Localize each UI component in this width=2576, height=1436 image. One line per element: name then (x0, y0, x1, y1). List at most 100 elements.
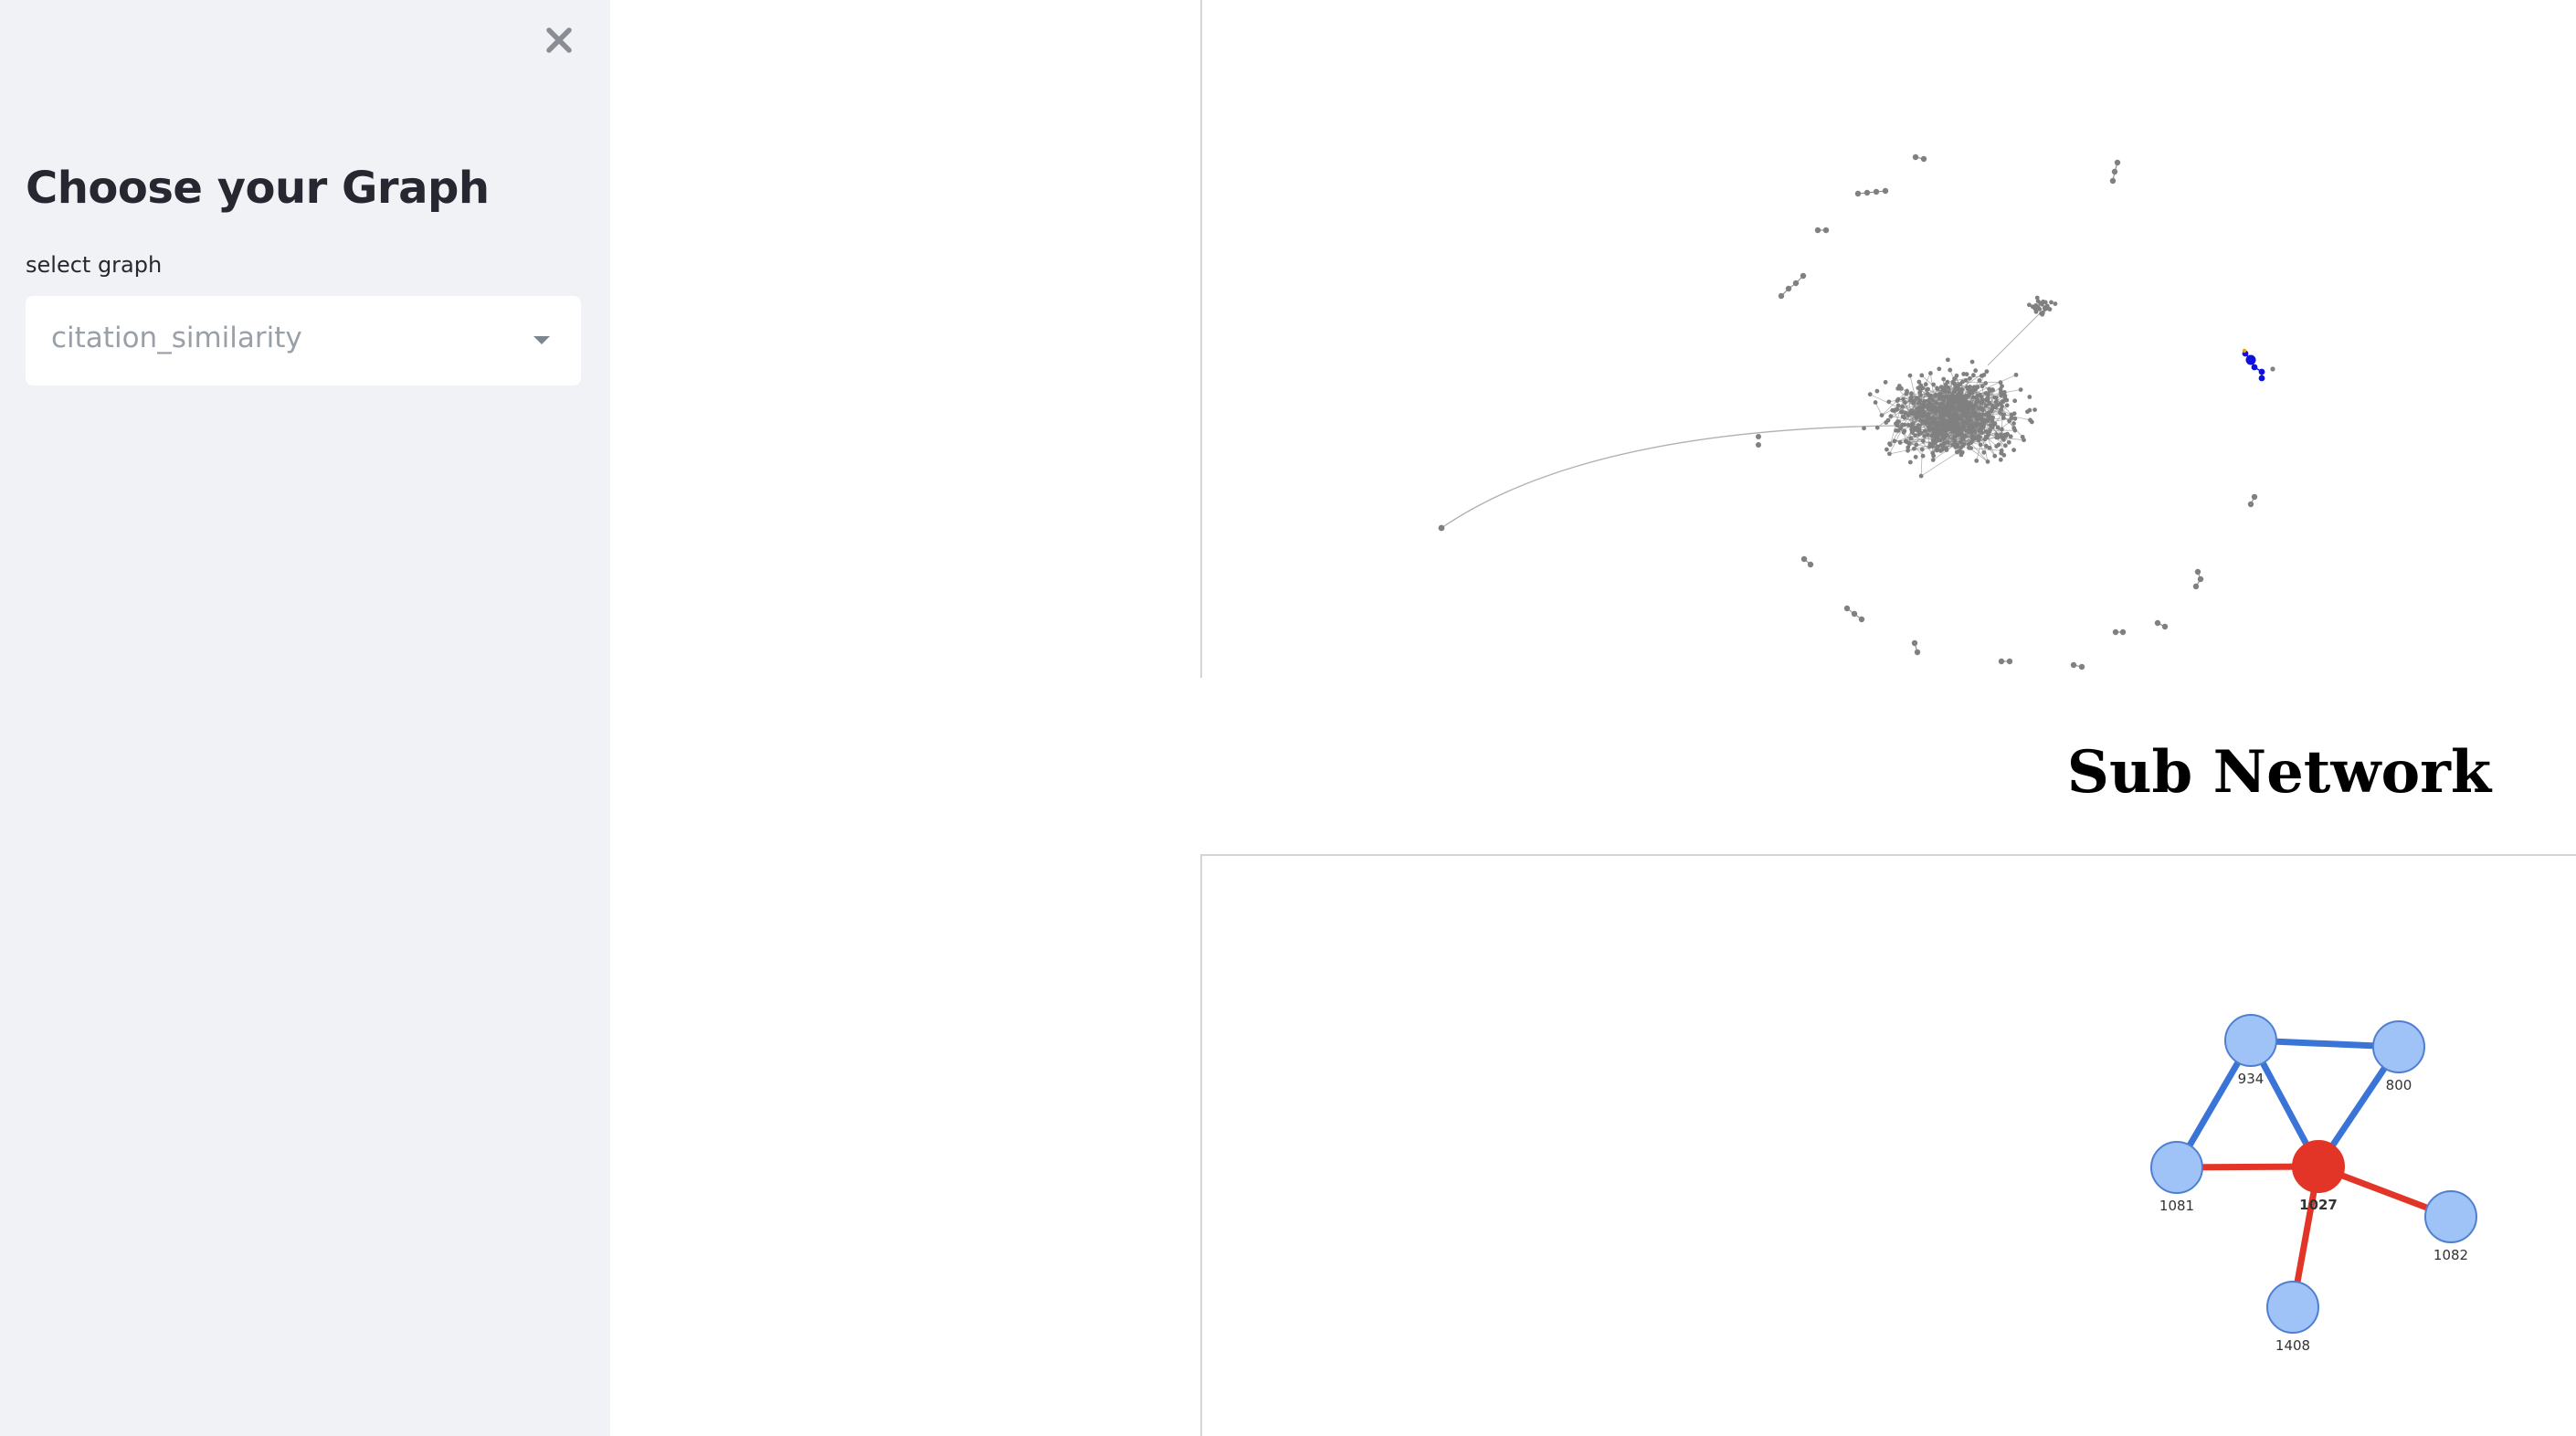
graph-node (1979, 394, 1984, 399)
close-icon (546, 27, 572, 53)
graph-node (2002, 443, 2008, 449)
graph-node (1990, 403, 1995, 408)
graph-node (1969, 425, 1973, 430)
graph-node (1897, 440, 1903, 445)
graph-node (1884, 447, 1889, 452)
graph-node (1918, 383, 1924, 388)
graph-node (2002, 432, 2008, 438)
graph-node (1873, 188, 1880, 195)
graph-node (1927, 428, 1932, 432)
graph-node (1874, 425, 1880, 430)
graph-node (1948, 427, 1953, 431)
graph-select[interactable]: citation_similarity (26, 296, 581, 385)
graph-node (1943, 413, 1948, 417)
graph-node (2011, 426, 2017, 430)
graph-node (1800, 555, 1808, 563)
graph-node (1950, 380, 1956, 385)
graph-node (1822, 227, 1830, 234)
graph-node (1990, 422, 1996, 428)
graph-node (2032, 306, 2038, 311)
graph-node (1939, 394, 1945, 399)
graph-node (1929, 417, 1934, 421)
graph-node (1980, 407, 1985, 413)
graph-node (2037, 306, 2043, 311)
graph-node (2000, 427, 2004, 432)
graph-node (1931, 382, 1936, 387)
sub-network-node-934[interactable]: 934 (2224, 1014, 2277, 1087)
graph-node (2009, 416, 2014, 420)
sub-network-node-1082[interactable]: 1082 (2424, 1190, 2477, 1263)
graph-node (1858, 616, 1865, 623)
sub-network-node-800[interactable]: 800 (2372, 1020, 2425, 1093)
graph-node (2001, 389, 2007, 395)
sub-network-panel[interactable]: 934 800 1081 1027 1082 1408 (1200, 854, 2576, 1436)
graph-node (1894, 428, 1899, 433)
sub-network-node-1081[interactable]: 1081 (2150, 1141, 2203, 1214)
graph-node (1920, 438, 1926, 444)
graph-node (1986, 392, 1990, 397)
graph-node (1902, 415, 1907, 420)
graph-node (1895, 385, 1901, 391)
graph-node (2025, 409, 2030, 415)
sub-network-node-label: 934 (2238, 1071, 2265, 1087)
graph-node (2022, 438, 2026, 443)
main-graph-panel[interactable] (1200, 0, 2576, 678)
graph-node (1926, 405, 1930, 410)
graph-node (1946, 401, 1951, 406)
graph-node (2035, 299, 2041, 304)
sub-network-node-circle (2424, 1190, 2477, 1243)
graph-node (2192, 583, 2200, 590)
graph-node (1953, 395, 1958, 400)
graph-node (2270, 366, 2275, 372)
graph-edge (1441, 425, 1897, 529)
graph-node (1930, 458, 1936, 462)
graph-node (1913, 433, 1917, 438)
sub-network-node-circle (2372, 1020, 2425, 1073)
graph-node (1916, 432, 1922, 437)
sub-network-canvas[interactable]: 934 800 1081 1027 1082 1408 (1202, 856, 2576, 1436)
graph-node (1977, 416, 1981, 421)
graph-node (1998, 457, 2003, 462)
sub-network-node-1027[interactable]: 1027 (2292, 1140, 2345, 1213)
close-sidebar-button[interactable] (535, 16, 583, 64)
graph-node (1887, 441, 1892, 447)
graph-node (1962, 396, 1967, 400)
graph-node (1998, 658, 2005, 665)
chevron-down-icon[interactable] (533, 336, 550, 344)
main-graph-canvas[interactable] (1202, 0, 2576, 678)
sidebar-title: Choose your Graph (26, 163, 490, 214)
graph-node (1989, 408, 1994, 414)
graph-node (1943, 382, 1948, 387)
graph-node (1926, 417, 1930, 422)
graph-node (1920, 453, 1926, 459)
sub-network-node-1408[interactable]: 1408 (2266, 1281, 2319, 1354)
graph-node (1906, 445, 1911, 450)
graph-edge (1920, 450, 1960, 477)
graph-node (1890, 407, 1895, 413)
graph-node (1916, 408, 1921, 414)
graph-node (1998, 380, 2003, 385)
graph-node (1887, 451, 1892, 457)
graph-node (1933, 392, 1938, 397)
graph-node (1992, 395, 1997, 400)
graph-node (1907, 373, 1913, 378)
graph-node (1910, 421, 1915, 427)
graph-node (1995, 425, 2001, 430)
graph-node (2154, 619, 2161, 627)
graph-node (1948, 397, 1954, 402)
graph-node (2043, 304, 2049, 310)
graph-node (1918, 473, 1924, 479)
graph-node (1952, 422, 1958, 428)
graph-node (1906, 441, 1912, 446)
graph-node (1911, 639, 1918, 647)
graph-node (1993, 399, 1999, 405)
sub-network-node-label: 1081 (2159, 1198, 2194, 1214)
graph-node (1957, 407, 1962, 412)
graph-node (1944, 448, 1949, 452)
graph-node (2111, 168, 2118, 175)
graph-node-highlighted (2258, 375, 2265, 382)
graph-node (1937, 427, 1941, 432)
graph-node (1778, 292, 1785, 300)
graph-node (2242, 348, 2247, 354)
graph-node (2013, 372, 2019, 377)
